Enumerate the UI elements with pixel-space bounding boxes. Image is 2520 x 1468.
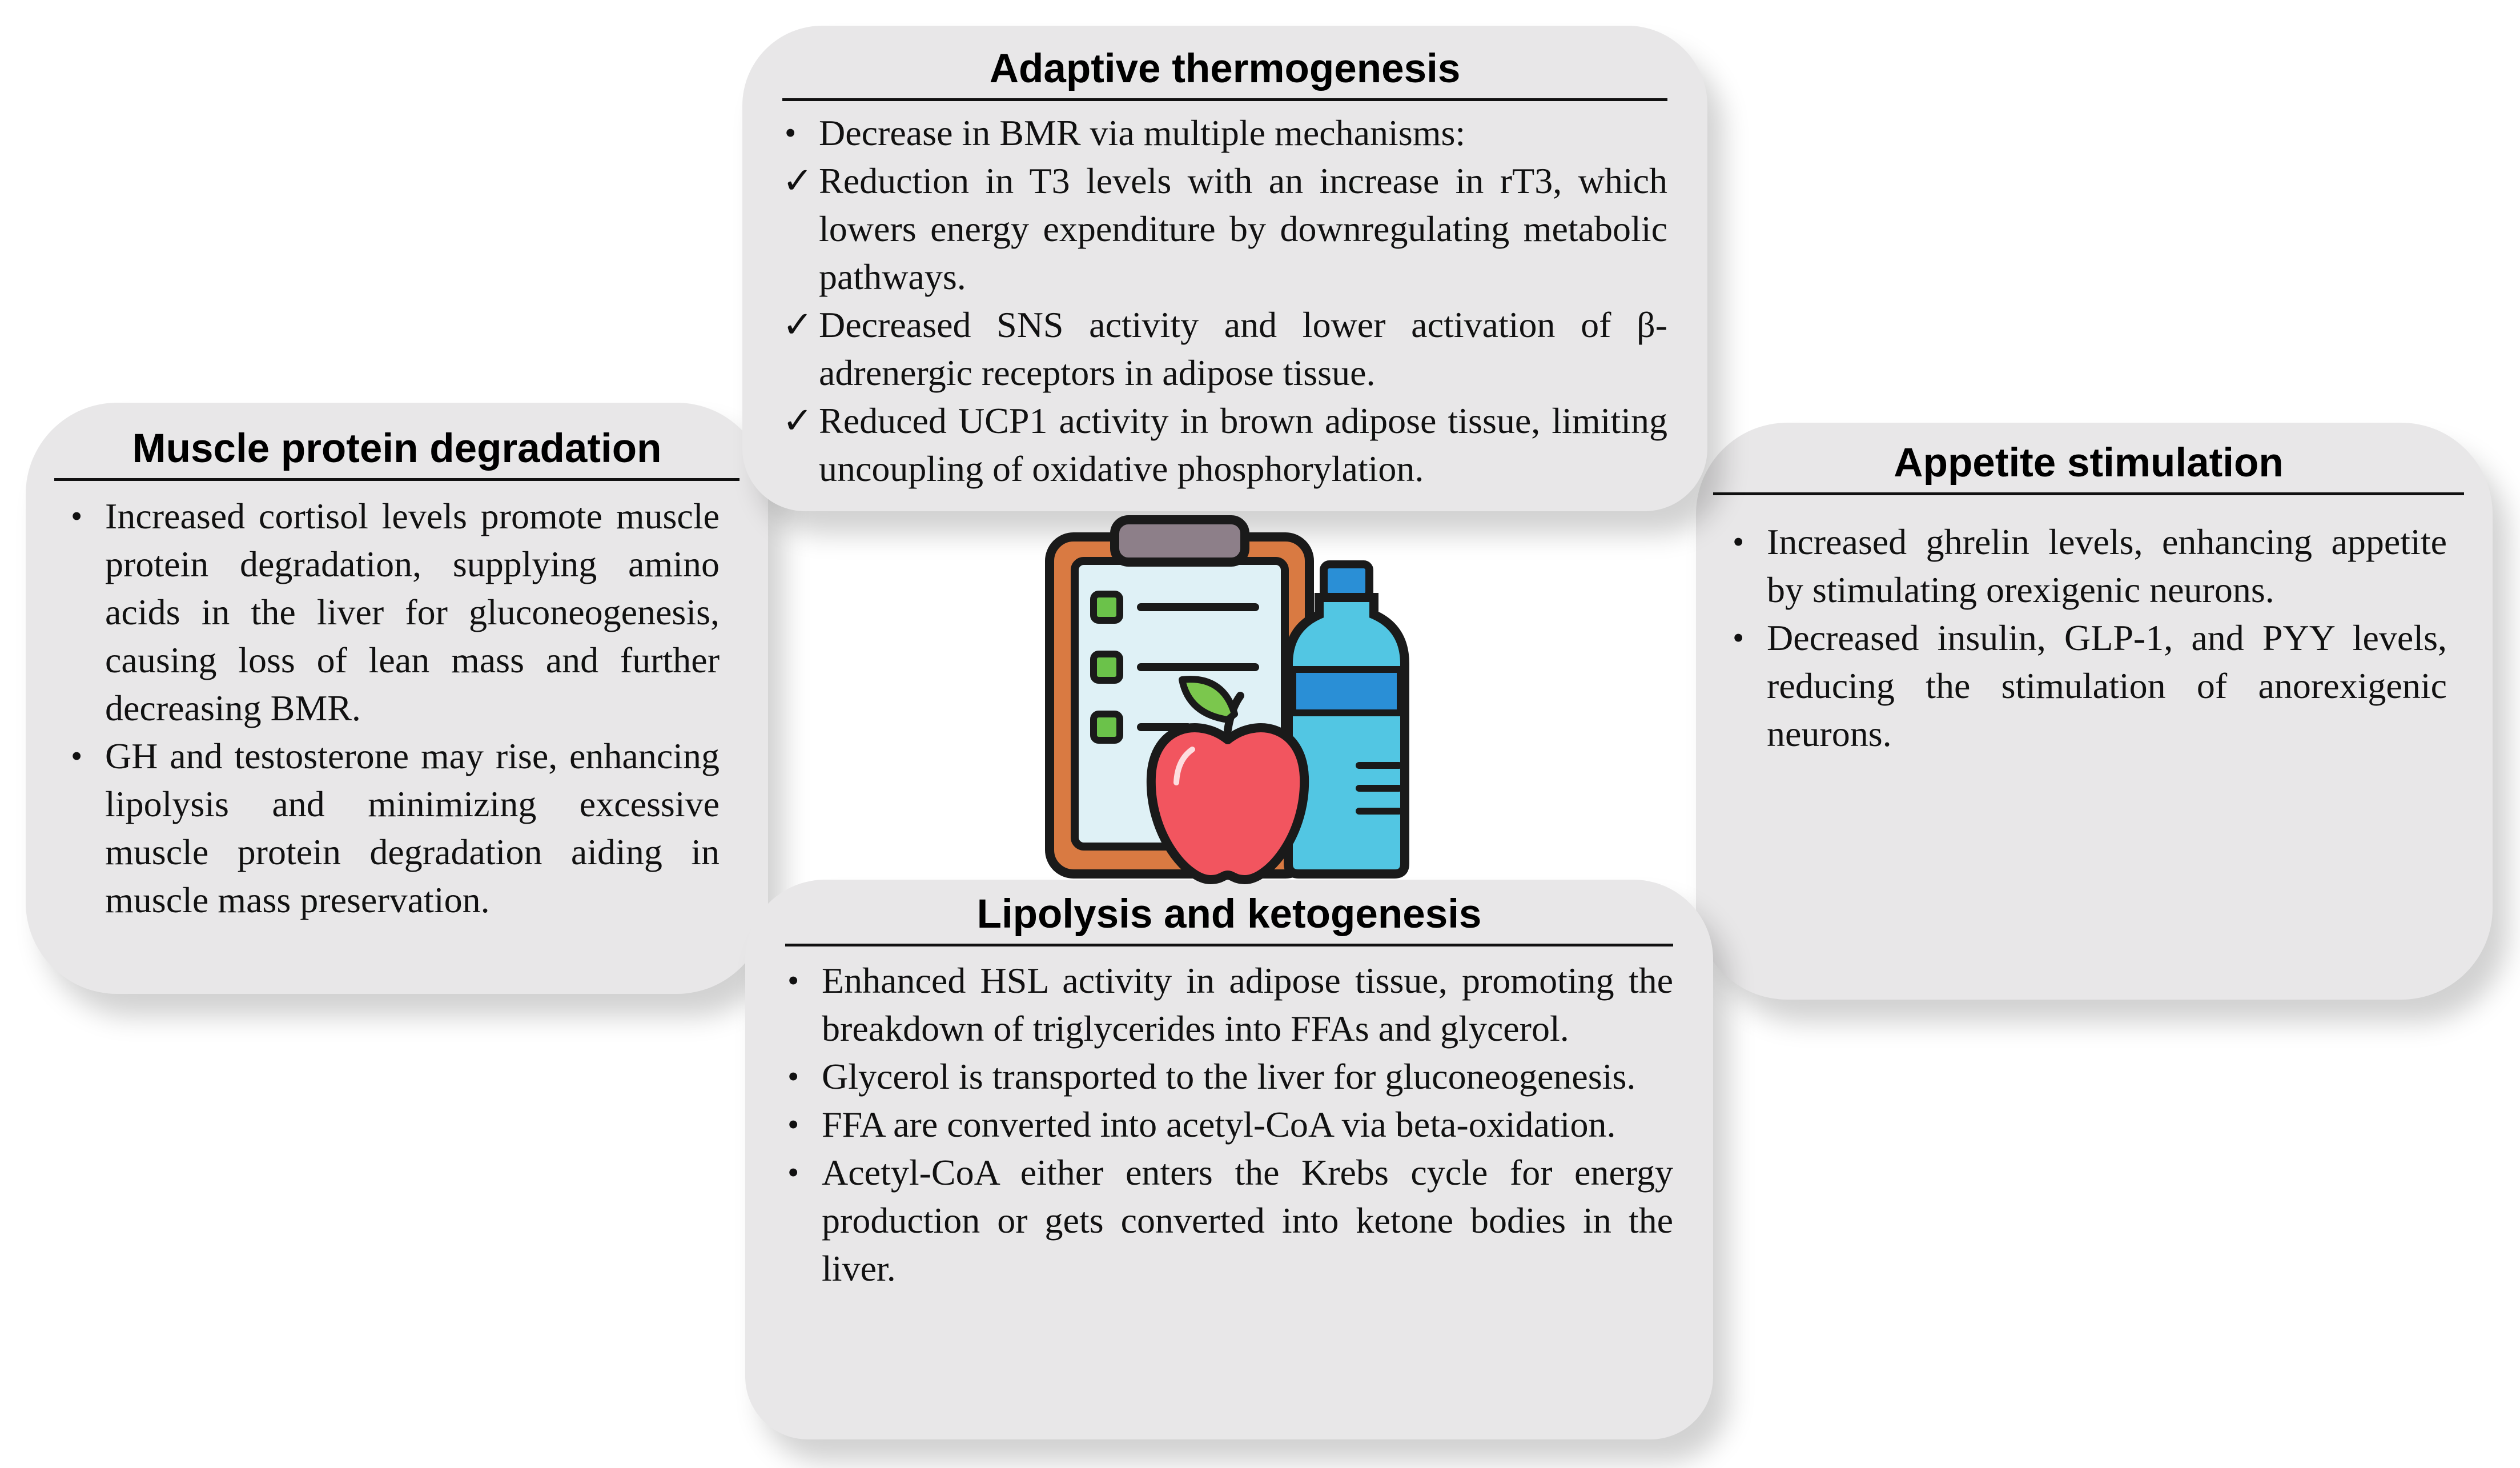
item-text: FFA are converted into acetyl-CoA via be… [822, 1104, 1616, 1145]
panel-item-list: • Enhanced HSL activity in adipose tissu… [785, 957, 1673, 1293]
apple-body [1146, 723, 1309, 884]
item-text: Decreased insulin, GLP-1, and PYY levels… [1767, 617, 2447, 754]
item-text: Enhanced HSL activity in adipose tissue,… [822, 960, 1673, 1049]
item-text: Acetyl-CoA either enters the Krebs cycle… [822, 1152, 1673, 1289]
bullet-marker: • [787, 1153, 799, 1191]
item-text: Decreased SNS activity and lower activat… [819, 304, 1667, 393]
item-text: Reduced UCP1 activity in brown adipose t… [819, 400, 1667, 489]
list-item: • Enhanced HSL activity in adipose tissu… [785, 957, 1673, 1053]
checkmark-icon: ✓ [782, 304, 813, 345]
list-item: • FFA are converted into acetyl-CoA via … [785, 1101, 1673, 1149]
diet-clipboard-apple-water-icon [1039, 514, 1416, 885]
list-item: • Acetyl-CoA either enters the Krebs cyc… [785, 1149, 1673, 1293]
panel-title: Appetite stimulation [1713, 440, 2464, 495]
panel-muscle-protein-degradation: Muscle protein degradation • Increased c… [26, 403, 768, 994]
list-item: • GH and testosterone may rise, enhancin… [69, 732, 720, 924]
bullet-marker: • [785, 114, 797, 151]
bottle-body [1284, 593, 1409, 879]
bullet-marker: • [787, 1057, 799, 1095]
panel-item-list: • Increased cortisol levels promote musc… [54, 492, 739, 924]
bullet-marker: • [71, 737, 83, 775]
bullet-marker: • [71, 497, 83, 535]
list-item: • Increased ghrelin levels, enhancing ap… [1730, 518, 2447, 614]
apple-highlight [1173, 747, 1195, 785]
checkbox [1090, 711, 1123, 744]
panel-appetite-stimulation: Appetite stimulation • Increased ghrelin… [1696, 423, 2493, 1000]
item-text: Decrease in BMR via multiple mechanisms: [819, 112, 1466, 153]
checkbox [1090, 651, 1123, 684]
panel-item-list: • Increased ghrelin levels, enhancing ap… [1713, 518, 2464, 758]
checkmark-icon: ✓ [782, 400, 813, 441]
list-item: ✓ Decreased SNS activity and lower activ… [782, 301, 1667, 397]
item-text: Reduction in T3 levels with an increase … [819, 160, 1667, 297]
panel-title: Muscle protein degradation [54, 426, 739, 481]
item-text: Increased cortisol levels promote muscle… [105, 495, 720, 728]
bullet-marker: • [787, 1105, 799, 1143]
list-item: • Increased cortisol levels promote musc… [69, 492, 720, 732]
icon-drawing [1045, 515, 1409, 884]
panel-lipolysis-ketogenesis: Lipolysis and ketogenesis • Enhanced HSL… [745, 880, 1713, 1439]
apple-leaf [1179, 676, 1238, 723]
panel-adaptive-thermogenesis: Adaptive thermogenesis • Decrease in BMR… [742, 26, 1707, 511]
bullet-marker: • [1733, 619, 1745, 656]
item-text: Glycerol is transported to the liver for… [822, 1056, 1636, 1097]
list-item: • Decrease in BMR via multiple mechanism… [782, 109, 1667, 157]
panel-title: Lipolysis and ketogenesis [785, 891, 1673, 946]
bullet-marker: • [1733, 523, 1745, 560]
checkbox [1090, 591, 1123, 624]
bottle-cap [1320, 560, 1373, 601]
bottle-band [1289, 666, 1404, 716]
clipboard-clip [1110, 515, 1249, 567]
item-text: Increased ghrelin levels, enhancing appe… [1767, 521, 2447, 610]
panel-item-list: • Decrease in BMR via multiple mechanism… [782, 109, 1667, 493]
list-item: ✓ Reduction in T3 levels with an increas… [782, 157, 1667, 301]
item-text: GH and testosterone may rise, enhancing … [105, 735, 720, 920]
list-item: • Decreased insulin, GLP-1, and PYY leve… [1730, 614, 2447, 758]
list-item: ✓ Reduced UCP1 activity in brown adipose… [782, 397, 1667, 493]
bullet-marker: • [787, 961, 799, 999]
checkmark-icon: ✓ [782, 160, 813, 201]
list-item: • Glycerol is transported to the liver f… [785, 1053, 1673, 1101]
panel-title: Adaptive thermogenesis [782, 46, 1667, 101]
